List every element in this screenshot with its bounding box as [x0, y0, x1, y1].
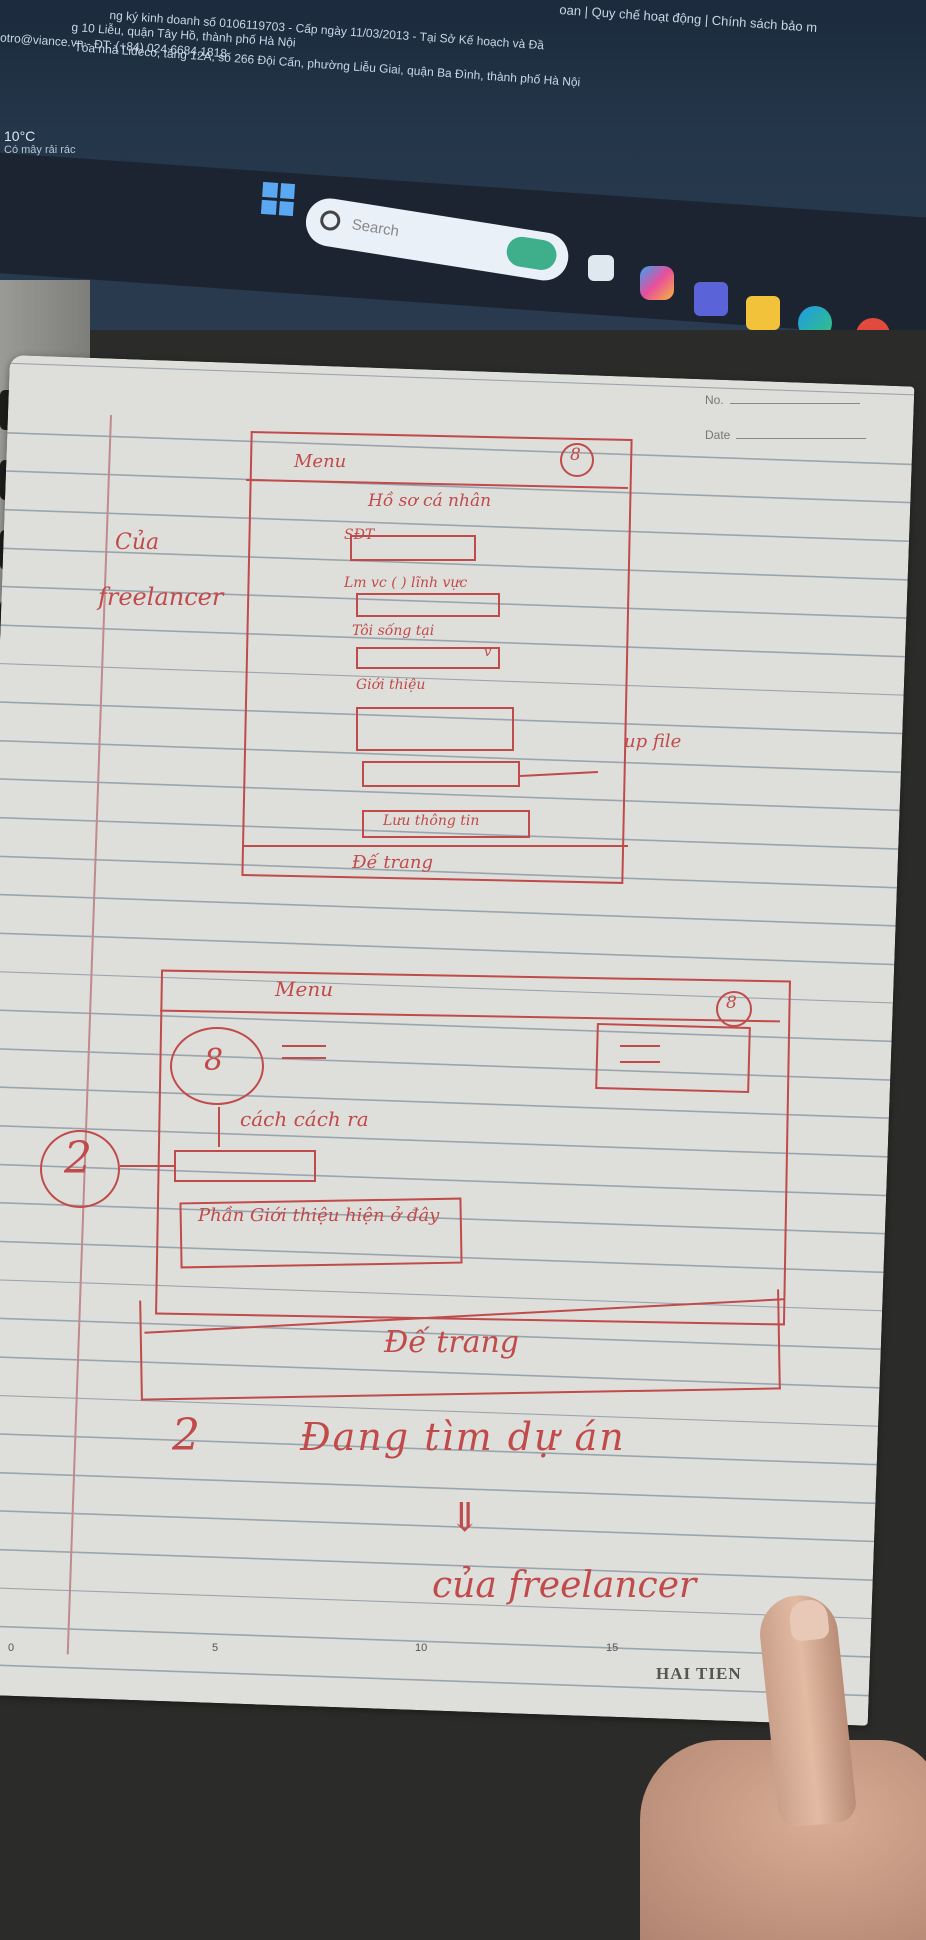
sketch2-field-box — [174, 1150, 316, 1182]
monitor-screen: oan | Quy chế hoạt động | Chính sách bảo… — [0, 0, 926, 330]
sketch1-save-label: Lưu thông tin — [383, 813, 480, 829]
arrow-down-icon: ⇓ — [448, 1495, 482, 1541]
date-label: Date — [705, 428, 866, 442]
ruler-number: 0 — [8, 1642, 15, 1654]
sketch2-intro-text: Phần Giới thiệu hiện ở đây — [198, 1205, 440, 1226]
sketch2-circled-number: 2 — [64, 1133, 92, 1184]
sketch1-footer-divider — [244, 845, 628, 847]
sketch1-upload-note: up file — [624, 731, 682, 752]
no-label: No. — [705, 393, 860, 407]
chevron-down-icon: v — [484, 645, 492, 660]
side-label-line1: Của — [115, 530, 160, 555]
search-highlight-icon — [504, 234, 559, 273]
sketch2-menu: Menu — [275, 977, 334, 1001]
ruler-number: 15 — [606, 1642, 619, 1654]
sketch1-title: Hồ sơ cá nhân — [368, 491, 492, 511]
sketch1-file-input — [362, 761, 520, 787]
weather-temp: 10°C — [4, 128, 36, 144]
windows-icon[interactable] — [260, 181, 296, 217]
side-label-line2: freelancer — [98, 583, 224, 611]
edge-icon[interactable] — [798, 306, 832, 330]
sketch1-save-button — [362, 810, 530, 838]
sketch2-footer: Đế trang — [384, 1325, 520, 1360]
sketch1-label-role: Lm vc ( ) lĩnh vực — [344, 575, 468, 591]
sketch1-textarea-intro — [356, 707, 514, 751]
sketch2-card-line — [620, 1045, 660, 1047]
sketch1-footer: Đế trang — [352, 852, 434, 873]
sketch2-frame — [155, 969, 791, 1326]
sketch2-card-line — [620, 1061, 660, 1063]
search-icon — [318, 209, 342, 232]
notebook-brand: HAI TIEN — [656, 1664, 742, 1683]
sketch1-avatar-glyph: 8 — [570, 445, 581, 465]
sketch2-name-line — [282, 1057, 326, 1059]
sketch2-pointer-arrow — [120, 1165, 176, 1167]
teams-icon[interactable] — [694, 282, 728, 316]
search-placeholder: Search — [350, 216, 401, 241]
sketch2-side-card — [595, 1022, 751, 1094]
weather-desc: Có mây rải rác — [4, 144, 76, 156]
notes-line1: Đang tìm dự án — [300, 1415, 626, 1459]
notes-line2: của freelancer — [432, 1565, 697, 1606]
sketch1-input-sdt — [350, 535, 476, 561]
sketch1-select-location — [356, 647, 500, 669]
sketch2-photo-glyph: 8 — [204, 1043, 224, 1078]
sketch1-input-role — [356, 593, 500, 617]
ruler-number: 5 — [212, 1642, 219, 1654]
copilot-icon[interactable] — [640, 266, 674, 300]
sketch2-avatar-glyph: 8 — [726, 993, 737, 1013]
sketch1-avatar-icon — [560, 443, 594, 477]
sketch2-spacing-arrow — [218, 1107, 220, 1147]
task-view-icon[interactable] — [588, 255, 614, 281]
sketch2-avatar-icon — [716, 991, 752, 1027]
app-icon[interactable] — [856, 318, 890, 330]
sketch2-profile-photo — [170, 1027, 264, 1105]
sketch2-circled-marker — [40, 1130, 120, 1208]
sketch1-menu: Menu — [294, 451, 347, 472]
sketch2-spacing-note: cách cách ra — [240, 1107, 369, 1131]
sketch2-name-line — [282, 1045, 326, 1047]
sketch1-label-location: Tôi sống tại — [352, 623, 435, 639]
file-explorer-icon[interactable] — [746, 296, 780, 330]
notes-number: 2 — [172, 1410, 200, 1461]
sketch1-label-intro: Giới thiệu — [356, 677, 426, 693]
footer-line: oan | Quy chế hoạt động | Chính sách bảo… — [558, 2, 818, 35]
ruler-number: 10 — [415, 1642, 428, 1654]
notebook-page: No. Date Của freelancer Menu 8 Hồ sơ cá … — [0, 355, 926, 1726]
weather-widget[interactable]: 10°C Có mây rải rác — [4, 128, 76, 156]
